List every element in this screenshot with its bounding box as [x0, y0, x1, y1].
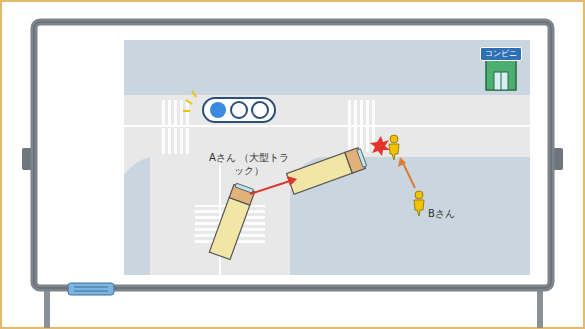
stand-leg — [44, 286, 50, 328]
pedestrian — [389, 135, 399, 160]
convenience-store — [486, 60, 516, 90]
truck — [287, 147, 368, 194]
road — [124, 95, 530, 157]
movement-arrow — [398, 157, 415, 188]
store-sign: コンビニ — [480, 47, 522, 61]
impact-mark — [370, 136, 390, 156]
driver-label: Aさん （大型トラック） — [206, 152, 292, 177]
map-background — [124, 40, 530, 275]
whiteboard — [34, 22, 551, 288]
eraser — [68, 283, 114, 295]
truck — [209, 183, 255, 260]
pedestrian — [414, 191, 424, 216]
store-name: コンビニ — [484, 49, 518, 59]
stand-leg — [537, 286, 543, 328]
pedestrian-label: Bさん — [428, 208, 468, 221]
movement-arrow — [250, 176, 297, 194]
traffic-light — [183, 91, 275, 122]
